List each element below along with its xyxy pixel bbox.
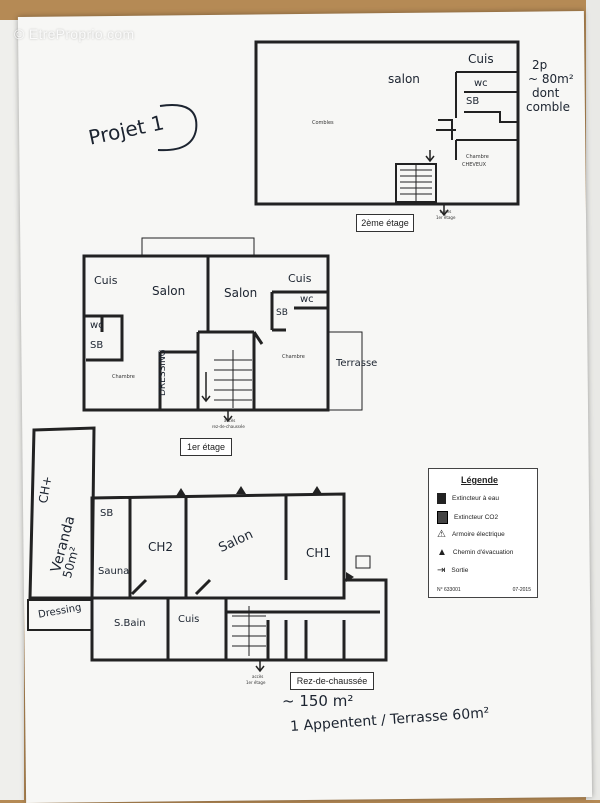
room-label: Cuis	[468, 52, 494, 66]
legend-item-label: Extincteur à eau	[452, 495, 499, 502]
floor1-label: 1er étage	[180, 438, 232, 456]
room-label: Sauna	[98, 566, 130, 577]
room-label: CH2	[148, 540, 174, 554]
legend-item: ⇥ Sortie	[437, 565, 468, 576]
room-label: Terrasse	[336, 358, 378, 369]
room-label: Salon	[224, 286, 258, 300]
room-label: Chambre	[282, 354, 305, 360]
legend-footer-left: N° 633001	[437, 587, 461, 593]
side-note-line: comble	[526, 100, 570, 114]
room-label: SB	[466, 96, 480, 107]
room-label: DRESSING	[158, 349, 168, 396]
side-note-line: ~ 80m²	[528, 72, 574, 86]
room-label: S.Bain	[114, 618, 146, 629]
room-label: Cuis	[288, 272, 312, 285]
electrical-panel-icon: ⚠	[437, 529, 446, 540]
access-note: accès	[252, 674, 264, 679]
legend-item-label: Armoire électrique	[451, 531, 505, 538]
legend-title: Légende	[461, 475, 499, 485]
access-note: 1er étage	[246, 680, 266, 685]
ground-label: Rez-de-chaussée	[290, 672, 374, 690]
evacuation-arrow-icon: ▲	[437, 547, 447, 558]
room-label: CHEVEUX	[462, 162, 487, 168]
room-label: wc	[90, 320, 104, 331]
side-note: 2p ~ 80m² dont comble	[522, 58, 574, 114]
legend-item-label: Extincteur CO2	[454, 514, 499, 521]
room-label: SB	[90, 340, 104, 351]
room-label: SB	[276, 308, 288, 318]
legend-item-label: Sortie	[451, 567, 469, 574]
side-note-line: dont	[532, 86, 560, 100]
legend-item: ▲ Chemin d'évacuation	[437, 547, 513, 558]
exit-icon: ⇥	[437, 565, 446, 576]
legend-item: Extincteur à eau	[437, 493, 499, 504]
watermark: © EtreProprio.com	[14, 26, 135, 42]
access-note: accès	[224, 418, 236, 423]
water-extinguisher-icon	[437, 493, 446, 504]
floor2-label: 2ème étage	[356, 214, 414, 232]
bottom-note-line1: ~ 150 m²	[282, 692, 354, 710]
room-label: wc	[474, 78, 488, 89]
legend-footer-right: 07-2015	[512, 587, 531, 593]
room-label: Cuis	[178, 614, 200, 625]
access-note: rez-de-chaussée	[212, 424, 245, 429]
co2-extinguisher-icon	[437, 511, 448, 524]
access-note: accès	[440, 209, 452, 214]
legend-item: ⚠ Armoire électrique	[437, 529, 505, 540]
room-label: Chambre	[112, 374, 135, 380]
room-label: Combles	[312, 120, 334, 126]
room-label: Salon	[152, 284, 186, 298]
legend-item-label: Chemin d'évacuation	[452, 549, 514, 556]
room-label: Chambre	[466, 154, 489, 160]
room-label: Cuis	[94, 274, 118, 287]
room-label: CH1	[306, 546, 332, 560]
room-label: SB	[100, 508, 114, 519]
legend-item: Extincteur CO2	[437, 511, 498, 524]
room-label: wc	[300, 294, 314, 305]
legend: Légende Extincteur à eau Extincteur CO2 …	[428, 468, 538, 598]
side-note-line: 2p	[532, 58, 548, 72]
access-note: 1er étage	[436, 215, 456, 220]
room-label: salon	[388, 72, 420, 86]
